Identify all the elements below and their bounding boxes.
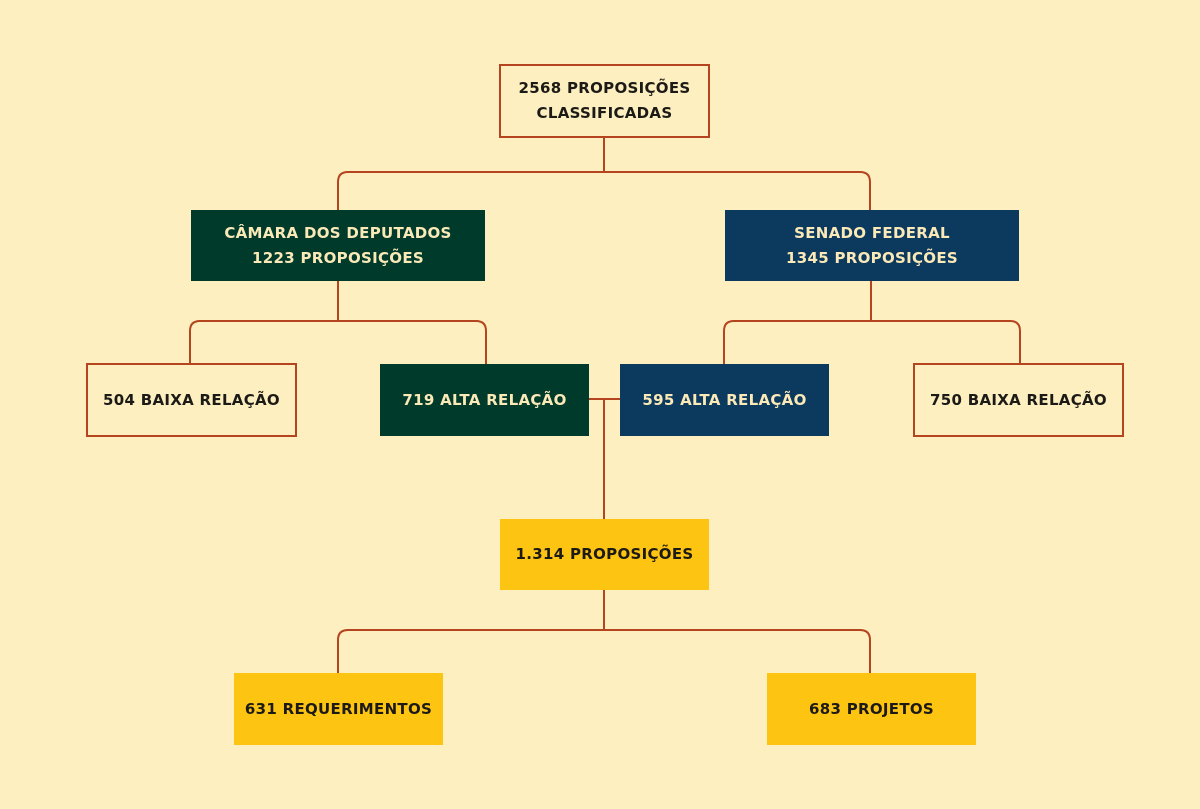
camara-baixa-label: 504 BAIXA RELAÇÃO xyxy=(103,390,280,409)
senado-alta-node: 595 ALTA RELAÇÃO xyxy=(620,364,829,436)
senado-baixa-label: 750 BAIXA RELAÇÃO xyxy=(930,390,1107,409)
total-alta-node: 1.314 PROPOSIÇÕES xyxy=(500,519,709,590)
root-line-1: 2568 PROPOSIÇÕES xyxy=(518,79,691,97)
projetos-label: 683 PROJETOS xyxy=(808,699,935,718)
connector-camara-branch xyxy=(189,320,487,364)
camara-alta-node: 719 ALTA RELAÇÃO xyxy=(380,364,589,436)
root-line-2: CLASSIFICADAS xyxy=(536,104,673,122)
total-alta-label: 1.314 PROPOSIÇÕES xyxy=(515,545,694,563)
connector-root-branch xyxy=(337,171,871,210)
requerimentos-node: 631 REQUERIMENTOS xyxy=(234,673,443,745)
camara-line-2: 1223 PROPOSIÇÕES xyxy=(251,248,424,267)
camara-alta-label: 719 ALTA RELAÇÃO xyxy=(402,390,567,409)
senado-line-1: SENADO FEDERAL xyxy=(794,223,950,242)
camara-node: CÂMARA DOS DEPUTADOS 1223 PROPOSIÇÕES xyxy=(191,210,485,281)
connector-senado-branch xyxy=(723,320,1021,364)
camara-baixa-node: 504 BAIXA RELAÇÃO xyxy=(86,363,297,437)
requerimentos-label: 631 REQUERIMENTOS xyxy=(244,699,433,718)
connector-total-branch xyxy=(337,629,871,673)
projetos-node: 683 PROJETOS xyxy=(767,673,976,745)
senado-alta-label: 595 ALTA RELAÇÃO xyxy=(642,390,807,409)
senado-baixa-node: 750 BAIXA RELAÇÃO xyxy=(913,363,1124,437)
camara-line-1: CÂMARA DOS DEPUTADOS xyxy=(224,223,452,242)
senado-line-2: 1345 PROPOSIÇÕES xyxy=(785,248,958,267)
senado-node: SENADO FEDERAL 1345 PROPOSIÇÕES xyxy=(725,210,1019,281)
root-node: 2568 PROPOSIÇÕES CLASSIFICADAS xyxy=(499,64,710,138)
